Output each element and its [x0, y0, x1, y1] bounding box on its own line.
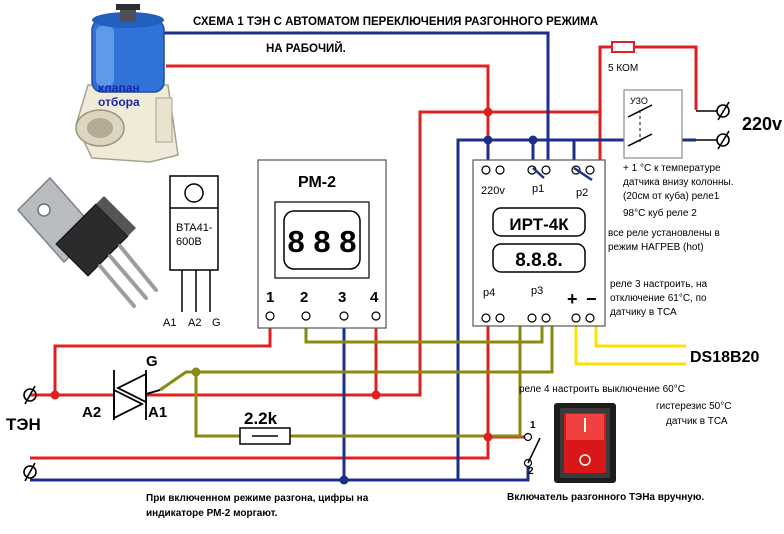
- note-4-line3: датчик в ТСА: [666, 416, 728, 427]
- olive-wires: [159, 307, 554, 438]
- irt-title: ИРТ-4К: [509, 215, 569, 234]
- uzo-breaker: [623, 89, 683, 159]
- note-1-line1: + 1 °C к температуре: [623, 163, 721, 174]
- triac-photo: [16, 176, 158, 308]
- junction-dots: [50, 107, 538, 485]
- irt-terminal-p3: p3: [531, 285, 543, 297]
- note-3-line1: реле 3 настроить, на: [610, 279, 708, 290]
- note-4-line2: гистерезис 50°С: [656, 401, 731, 412]
- resistor-5k-label: 5 КОМ: [608, 63, 638, 74]
- rm2-terminal-3-label: 3: [338, 289, 346, 306]
- yellow-wires: [574, 320, 686, 366]
- irt-terminal-plus: +: [567, 289, 578, 309]
- irt-terminal-p2: p2: [576, 187, 588, 199]
- note-3-line2: отключение 61°С, по: [610, 293, 707, 304]
- switch-position-1: 1: [530, 420, 536, 431]
- mains-label: 220v: [742, 114, 782, 134]
- irt4k-module: [472, 159, 606, 327]
- irt-terminal-minus: −: [586, 289, 597, 309]
- notes: + 1 °C к температуре датчика внизу колон…: [519, 163, 734, 427]
- triac-package: [169, 175, 219, 312]
- ten-label: ТЭН: [6, 415, 41, 434]
- rocker-switch-photo: [554, 403, 616, 483]
- triac-pin-g: G: [212, 317, 221, 329]
- irt-terminal-p4: p4: [483, 287, 495, 299]
- resistor-2k2-label: 2.2k: [244, 409, 278, 428]
- triac-symbol-g-label: G: [146, 353, 158, 370]
- triac-pin-a2: A2: [188, 317, 201, 329]
- note-2-line2: режим НАГРЕВ (hot): [608, 242, 704, 253]
- irt4k-terminals: [481, 165, 595, 323]
- rm2-title: РМ-2: [298, 174, 336, 191]
- bottom-note-line2: индикаторе РМ-2 моргают.: [146, 508, 278, 519]
- triac-part-line2: 600B: [176, 236, 202, 248]
- rm2-display: 8 8 8: [288, 224, 357, 259]
- relay-contacts: [532, 166, 593, 182]
- triac-symbol: [113, 370, 161, 420]
- irt-terminal-220v: 220v: [481, 185, 505, 197]
- rm2-module: [257, 159, 387, 329]
- switch-caption: Включатель разгонного ТЭНа вручную.: [507, 492, 704, 503]
- ten-terminals: [23, 385, 37, 482]
- irt-terminal-p1: p1: [532, 183, 544, 195]
- note-4-line1: реле 4 настроить выключение 60°С: [519, 384, 685, 395]
- uzo-label: УЗО: [630, 96, 648, 106]
- triac-pin-a1: A1: [163, 317, 176, 329]
- irt-display: 8.8.8.: [515, 250, 563, 271]
- triac-part-line1: BTA41-: [176, 222, 213, 234]
- valve-label-line1: клапан: [98, 81, 140, 95]
- diagram-title-line2: НА РАБОЧИЙ.: [266, 42, 346, 55]
- diagram-title-line1: СХЕМА 1 ТЭН С АВТОМАТОМ ПЕРЕКЛЮЧЕНИЯ РАЗ…: [193, 16, 598, 28]
- valve-label-line2: отбора: [98, 95, 140, 109]
- note-1-line4: 98°C куб реле 2: [623, 207, 697, 219]
- rm2-terminal-2-label: 2: [300, 289, 308, 306]
- note-1-line3: (20см от куба) реле1: [623, 190, 720, 202]
- bottom-note-line1: При включенном режиме разгона, цифры на: [146, 492, 369, 504]
- note-1-line2: датчика внизу колонны.: [623, 177, 734, 188]
- triac-symbol-a2-label: A2: [82, 404, 101, 421]
- note-3-line3: датчику в ТСА: [610, 307, 677, 318]
- solenoid-valve: [75, 4, 179, 163]
- switch-lever: [527, 437, 541, 464]
- rm2-terminals: [265, 311, 381, 321]
- note-2-line1: все реле установлены в: [608, 228, 720, 239]
- resistor-5k: [611, 41, 635, 53]
- switch-position-2: 2: [528, 466, 534, 477]
- ds18b20-label: DS18B20: [690, 349, 759, 366]
- mains-terminals: [696, 101, 730, 150]
- triac-symbol-a1-label: A1: [148, 404, 167, 421]
- blue-wires: [30, 31, 696, 482]
- rm2-terminal-4-label: 4: [370, 289, 379, 306]
- rm2-terminal-1-label: 1: [266, 289, 274, 306]
